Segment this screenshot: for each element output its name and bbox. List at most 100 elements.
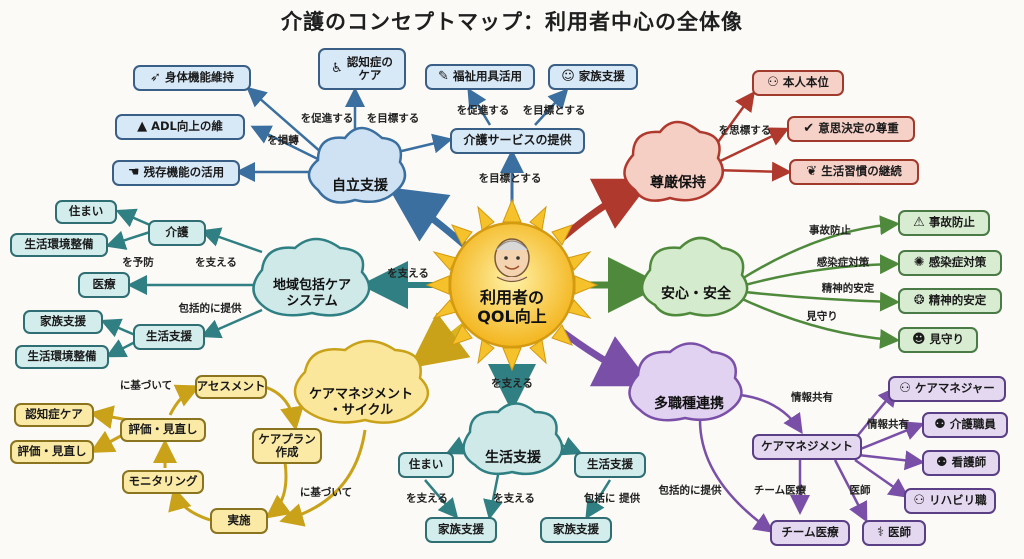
wheelchair-icon: ♿ bbox=[331, 60, 343, 76]
node-fukushi: ✎福祉用具活用 bbox=[425, 64, 535, 90]
hub-cm-line2: ・サイクル bbox=[328, 403, 394, 418]
cloud-songen bbox=[623, 120, 725, 202]
branch-tashokushu bbox=[557, 327, 653, 387]
center-line1: 利用者の bbox=[479, 288, 544, 307]
node-jiko: ⚠事故防止 bbox=[898, 210, 990, 236]
node-caremanager: ⚇ケアマネジャー bbox=[888, 376, 1006, 402]
doctor-icon: ⚕ bbox=[876, 524, 885, 540]
chiiki-connectors bbox=[100, 208, 263, 358]
edge-label: を目標とする bbox=[478, 172, 542, 185]
tashokushu-connectors bbox=[698, 386, 925, 533]
edge-label: 医師 bbox=[849, 484, 871, 497]
edge-label: を支える bbox=[491, 377, 533, 390]
edge-label: を促進する bbox=[456, 104, 510, 117]
elder-face-icon bbox=[494, 238, 530, 283]
cloud-seikatsu bbox=[462, 402, 564, 476]
node-careplan-text: ケアプラン作成 bbox=[258, 432, 316, 459]
nurse-icon: ⚉ bbox=[934, 416, 946, 432]
node-ninchi: ♿認知症のケア bbox=[318, 48, 406, 90]
node-seikatsu-kankyo-2: 生活環境整備 bbox=[15, 345, 109, 369]
node-mimamori: ☻見守り bbox=[898, 327, 978, 353]
hub-seikatsu: 生活支援 bbox=[485, 449, 541, 466]
virus-icon: ✺ bbox=[913, 254, 925, 270]
family-icon: ☺ bbox=[561, 68, 575, 84]
center-label: 利用者の QOL向上 bbox=[452, 288, 572, 326]
center-line2: QOL向上 bbox=[477, 307, 547, 327]
edge-label: 情報共有 bbox=[791, 391, 833, 404]
cloud-chiiki bbox=[252, 237, 371, 317]
node-shintai: ➶身体機能維持 bbox=[133, 65, 251, 91]
cloud-jiritsu bbox=[307, 126, 407, 204]
cloud-tashokushu bbox=[628, 342, 743, 422]
node-monitoring: モニタリング bbox=[122, 470, 204, 494]
node-kazoku-top: ☺家族支援 bbox=[548, 64, 638, 90]
node-kazoku-b2: 家族支援 bbox=[540, 517, 612, 543]
watch-icon: ☻ bbox=[911, 331, 926, 347]
node-honnin-label: 本人本位 bbox=[782, 75, 829, 90]
node-shintai-label: 身体機能維持 bbox=[164, 70, 234, 85]
node-rehab-label: リハビリ職 bbox=[929, 493, 987, 508]
hub-songen: 尊厳保持 bbox=[650, 174, 706, 191]
branch-songen bbox=[557, 178, 653, 243]
node-seikatsu-keizoku-label: 生活習慣の継続 bbox=[821, 164, 902, 179]
edge-label: 包括的に提供 bbox=[178, 302, 242, 315]
edge-label: 見守り bbox=[806, 310, 838, 323]
page-title: 介護のコンセプトマップ：利用者中心の全体像 bbox=[281, 10, 743, 34]
edge-label: に基づいて bbox=[299, 486, 353, 499]
node-kangoshi: ⚉看護師 bbox=[922, 450, 1000, 476]
node-careplan: ケアプラン作成 bbox=[252, 428, 322, 464]
node-kansen-label: 感染症対策 bbox=[928, 255, 987, 270]
node-assessment: アセスメント bbox=[195, 375, 267, 399]
edge-label: を支える bbox=[195, 256, 237, 269]
node-kaigo-shokuin: ⚉介護職員 bbox=[922, 412, 1008, 438]
node-ishi-doctor-label: 医師 bbox=[888, 525, 912, 540]
cycle-connectors bbox=[89, 384, 367, 527]
node-seikatsu-bottom: 生活支援 bbox=[574, 452, 646, 478]
node-caremanagement: ケアマネジメント bbox=[752, 434, 862, 460]
node-hyoka-mid: 評価・見直し bbox=[120, 418, 206, 442]
edge-label: チーム医療 bbox=[753, 484, 807, 497]
node-sumai-left: 住まい bbox=[55, 200, 117, 224]
hand-leaf-icon: ❦ bbox=[806, 163, 818, 179]
node-ninchi-care: 認知症ケア bbox=[14, 403, 94, 427]
hub-cm-line1: ケアマネジメント bbox=[308, 387, 413, 403]
branch-jiritsu bbox=[388, 187, 471, 251]
node-ishi-label: 意思決定の尊重 bbox=[818, 121, 899, 136]
node-sumai-bottom: 住まい bbox=[398, 452, 454, 478]
edge-label: 包括的に提供 bbox=[658, 484, 722, 497]
node-iryo: 医療 bbox=[78, 272, 130, 298]
hand-icon: ☚ bbox=[127, 164, 140, 180]
muscle-icon: ➶ bbox=[150, 69, 161, 85]
node-kangoshi-label: 看護師 bbox=[951, 455, 987, 470]
pen-icon: ✎ bbox=[438, 68, 449, 84]
node-jisshi: 実施 bbox=[210, 508, 268, 534]
person-icon: ⚇ bbox=[767, 74, 779, 90]
edge-label: を損轉 bbox=[267, 134, 299, 147]
node-kazoku-left: 家族支援 bbox=[23, 310, 103, 334]
node-seikatsu-left: 生活支援 bbox=[133, 324, 205, 350]
node-kaigo-service: 介護サービスの提供 bbox=[450, 128, 585, 154]
node-zanzon-label: 残存機能の活用 bbox=[143, 165, 225, 180]
node-honnin: ⚇本人本位 bbox=[752, 70, 844, 96]
node-seikatsu-keizoku: ❦生活習慣の継続 bbox=[789, 159, 919, 185]
node-kaigo-shokuin-label: 介護職員 bbox=[949, 417, 996, 432]
edge-label: 感染症対策 bbox=[816, 256, 870, 269]
node-ishi-doctor: ⚕医師 bbox=[862, 520, 926, 546]
node-kazoku-b1: 家族支援 bbox=[425, 517, 497, 543]
cloud-anshin bbox=[641, 236, 749, 317]
edge-label: を支える bbox=[493, 492, 535, 505]
node-kansen: ✺感染症対策 bbox=[898, 250, 1002, 276]
brain-icon: ❂ bbox=[913, 292, 925, 308]
edge-label: 情報共有 bbox=[867, 418, 909, 431]
therapist-icon: ⚇ bbox=[913, 492, 926, 508]
hub-caremanagement: ケアマネジメント ・サイクル bbox=[300, 385, 422, 421]
edge-label: 包括に 提供 bbox=[583, 492, 641, 505]
node-seishin-label: 精神的安定 bbox=[928, 293, 987, 308]
node-kaigo-left: 介護 bbox=[148, 220, 206, 246]
edge-label: 事故防止 bbox=[809, 224, 851, 237]
anshin-connectors bbox=[739, 215, 900, 349]
node-adl: ▲ADL向上の維 bbox=[115, 114, 245, 140]
node-fukushi-label: 福祉用具活用 bbox=[452, 69, 522, 84]
sun-rays bbox=[425, 198, 599, 372]
